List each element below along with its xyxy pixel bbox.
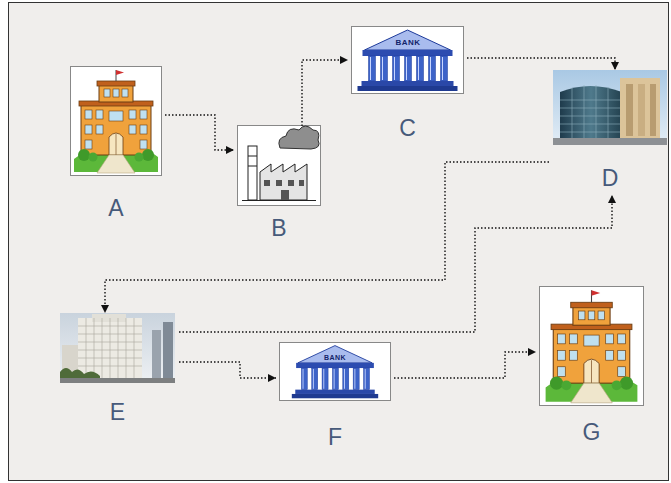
bank-picture [353,27,463,93]
picture-frame [352,27,464,94]
dotted-arrow [165,115,234,150]
school-picture [71,67,161,175]
bank-sign: BANK [395,39,420,47]
illustration-node: A [67,67,165,225]
bank-sign: BANK [324,354,346,361]
bank-picture [288,343,383,400]
label-anchor: BANK [335,357,357,364]
picture-frame [280,343,391,401]
node-letter: D [549,165,671,191]
dotted-arrow [302,60,348,126]
office-photo [553,70,667,145]
illustration-node: G [536,287,647,449]
illustration-node: E [56,313,179,429]
diagram-frame [9,3,669,481]
dotted-arrow [105,162,549,313]
dotted-arrow [467,58,615,70]
dotted-arrow [179,362,276,378]
illustration-node: B [234,126,324,245]
node-letter: F [276,424,394,450]
dotted-arrow [394,352,536,378]
illustration-node: D [549,70,671,195]
picture-frame [540,287,644,406]
node-letter: E [56,399,179,425]
school-picture [542,287,640,405]
factory-picture [238,126,321,206]
dotted-arrow [179,195,612,332]
node-letter: B [234,215,324,241]
node-letter: C [348,115,467,141]
node-letter: A [67,195,165,221]
office-photo [60,313,175,383]
node-letter: G [536,419,647,445]
picture-frame [71,67,162,176]
label-anchor: BANK [408,43,433,51]
